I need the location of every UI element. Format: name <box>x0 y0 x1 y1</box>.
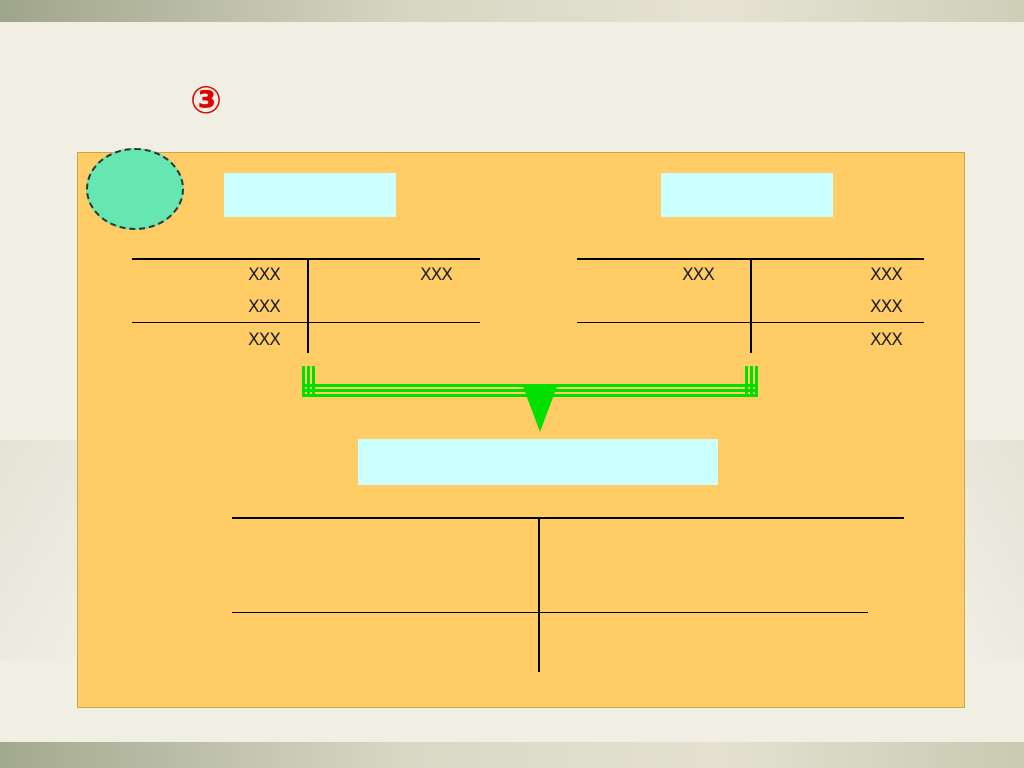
left-fan-decoration <box>0 440 90 660</box>
right-account-divider <box>750 258 752 353</box>
right-account-mid-line <box>577 322 924 323</box>
combined-account-title <box>358 439 718 485</box>
title-number: ③ <box>190 78 224 122</box>
right-fan-decoration <box>960 440 1024 660</box>
merge-line-right-vertical-2 <box>750 366 753 396</box>
left-row-increase-value: XXX <box>248 297 281 317</box>
merge-line-right-vertical-3 <box>755 366 758 396</box>
right-row-opening-value: XXX <box>870 265 903 285</box>
right-row-closing-value: XXX <box>870 330 903 350</box>
example-panel <box>77 152 965 708</box>
right-account-title <box>661 173 833 217</box>
merge-arrow-icon <box>522 384 558 432</box>
merge-line-right-vertical-1 <box>745 366 748 396</box>
example-badge <box>86 148 184 230</box>
bottom-decor-band <box>0 742 1024 768</box>
right-row-decrease-value: XXX <box>682 265 715 285</box>
left-account-mid-line <box>132 322 480 323</box>
combined-account-divider <box>538 517 540 672</box>
right-row-increase-value: XXX <box>870 297 903 317</box>
combined-account-top-line <box>232 517 904 519</box>
merge-line-left-vertical-1 <box>302 366 305 396</box>
left-account-title <box>224 173 396 217</box>
left-row-opening-value: XXX <box>248 265 281 285</box>
left-account-divider <box>307 258 309 353</box>
merge-line-left-vertical-2 <box>307 366 310 396</box>
left-row-closing-value: XXX <box>248 330 281 350</box>
slide-title: ③ <box>190 78 223 122</box>
left-account-top-line <box>132 258 480 260</box>
top-decor-band <box>0 0 1024 22</box>
left-row-decrease-value: XXX <box>420 265 453 285</box>
merge-line-left-vertical-3 <box>312 366 315 396</box>
combined-account-mid-line <box>232 612 868 613</box>
